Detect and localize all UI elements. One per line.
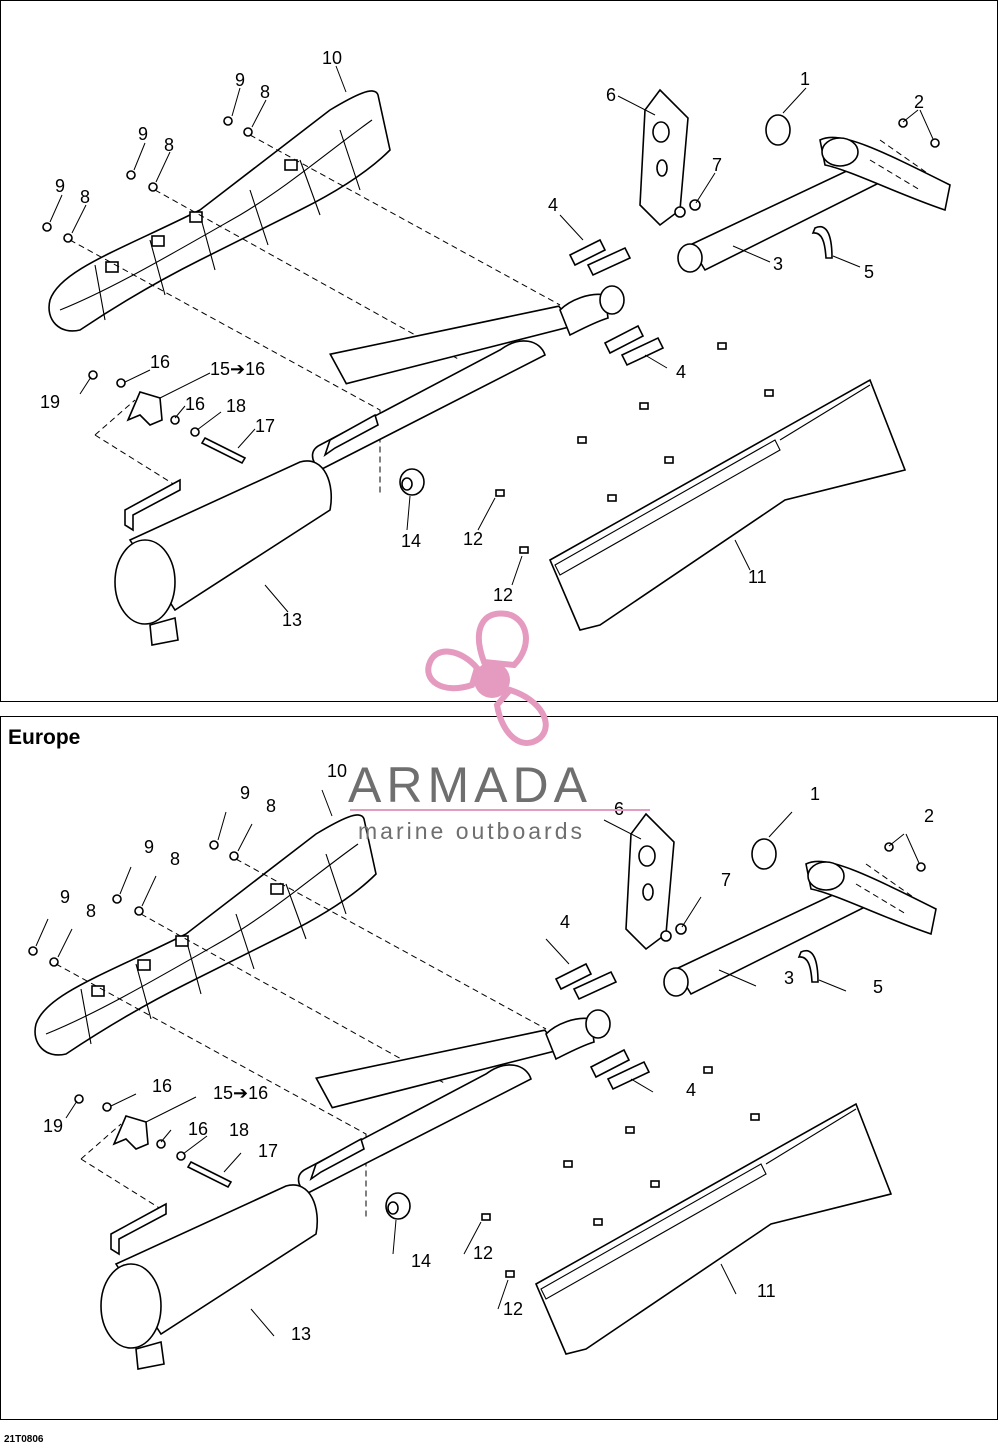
watermark-tagline: marine outboards	[358, 818, 585, 844]
callout-1: 1	[800, 69, 810, 89]
callout-9b-eu: 9	[144, 837, 154, 857]
callout-2: 2	[914, 92, 924, 112]
callout-9a: 9	[235, 70, 245, 90]
callout-8c: 8	[80, 187, 90, 207]
callout-10: 10	[322, 48, 342, 68]
figure-code: 21T0806	[4, 1434, 44, 1445]
watermark-rule	[350, 809, 650, 811]
callout-4b-eu: 4	[686, 1080, 696, 1100]
callout-16a: 16	[150, 352, 170, 372]
callout-12b: 12	[493, 585, 513, 605]
callout-11: 11	[748, 567, 767, 587]
callout-16b-eu: 16	[188, 1119, 208, 1139]
callout-15-16-eu: 15➔16	[213, 1083, 268, 1103]
callout-3: 3	[773, 254, 783, 274]
callout-9c-eu: 9	[60, 887, 70, 907]
callout-14: 14	[401, 531, 421, 551]
callout-8b-eu: 8	[170, 849, 180, 869]
callout-19: 19	[40, 392, 60, 412]
assembly-top	[42, 65, 951, 646]
callout-7: 7	[712, 155, 722, 175]
callout-17-eu: 17	[258, 1141, 278, 1161]
callout-10-eu: 10	[327, 761, 347, 781]
callout-9b: 9	[138, 124, 148, 144]
watermark-brand: ARMADA	[348, 757, 592, 813]
callout-18-eu: 18	[229, 1120, 249, 1140]
callouts-top: 1 2 3 4 4 5 6 7 8 8 8 9 9 9 10 11 12 12 …	[40, 48, 924, 630]
callout-16b: 16	[185, 394, 205, 414]
callout-14-eu: 14	[411, 1251, 431, 1271]
callout-16a-eu: 16	[152, 1076, 172, 1096]
callout-8c-eu: 8	[86, 901, 96, 921]
callout-13-eu: 13	[291, 1324, 311, 1344]
callout-4: 4	[548, 195, 558, 215]
callout-17: 17	[255, 416, 275, 436]
callout-12a-eu: 12	[473, 1243, 493, 1263]
callouts-europe: 1 2 3 4 4 5 6 7 8 8 8 9 9 9 10 11 12 12 …	[43, 761, 934, 1344]
callout-9a-eu: 9	[240, 783, 250, 803]
callout-1-eu: 1	[810, 784, 820, 804]
callout-19-eu: 19	[43, 1116, 63, 1136]
callout-8b: 8	[164, 135, 174, 155]
callout-2-eu: 2	[924, 806, 934, 826]
region-label: Europe	[8, 726, 81, 749]
callout-11-eu: 11	[757, 1281, 776, 1301]
callout-5: 5	[864, 262, 874, 282]
callout-4b: 4	[676, 362, 686, 382]
callout-6: 6	[606, 85, 616, 105]
callout-5-eu: 5	[873, 977, 883, 997]
callout-12b-eu: 12	[503, 1299, 523, 1319]
propeller-icon	[425, 610, 549, 746]
callout-4-eu: 4	[560, 912, 570, 932]
callout-9c: 9	[55, 176, 65, 196]
callout-13: 13	[282, 610, 302, 630]
callout-8a: 8	[260, 82, 270, 102]
callout-7-eu: 7	[721, 870, 731, 890]
armada-watermark: ARMADA marine outboards	[348, 610, 650, 844]
callout-8a-eu: 8	[266, 796, 276, 816]
callout-15-16: 15➔16	[210, 359, 265, 379]
callout-18: 18	[226, 396, 246, 416]
callout-12a: 12	[463, 529, 483, 549]
callout-3-eu: 3	[784, 968, 794, 988]
